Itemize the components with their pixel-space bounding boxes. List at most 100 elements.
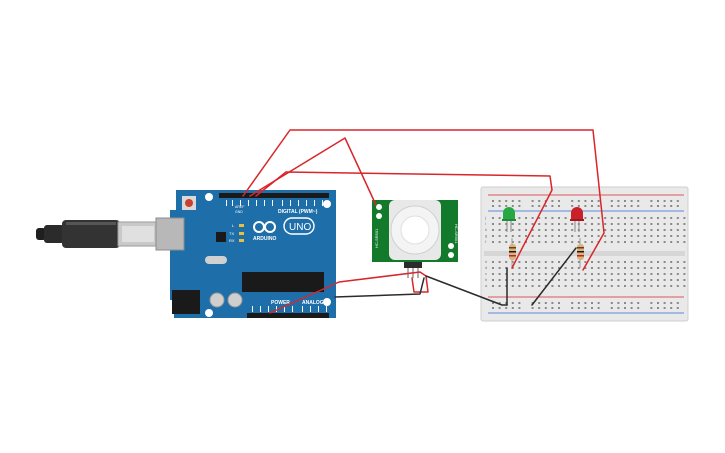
breadboard-hole[interactable] (591, 302, 593, 304)
breadboard-hole[interactable] (577, 200, 580, 202)
breadboard-hole[interactable] (518, 229, 521, 231)
breadboard-hole[interactable] (518, 261, 521, 263)
breadboard-hole[interactable] (498, 302, 501, 304)
breadboard-hole[interactable] (577, 279, 580, 281)
breadboard-hole[interactable] (551, 279, 554, 281)
breadboard-hole[interactable] (498, 241, 501, 243)
breadboard-hole[interactable] (511, 261, 514, 263)
breadboard-hole[interactable] (511, 279, 514, 281)
breadboard-hole[interactable] (650, 302, 653, 304)
breadboard-hole[interactable] (505, 307, 508, 309)
breadboard-hole[interactable] (630, 200, 633, 202)
breadboard-hole[interactable] (571, 223, 574, 225)
breadboard-hole[interactable] (498, 235, 501, 237)
breadboard-hole[interactable] (670, 205, 673, 207)
breadboard-hole[interactable] (551, 223, 554, 225)
breadboard-hole[interactable] (564, 241, 567, 243)
breadboard-hole[interactable] (531, 200, 534, 202)
breadboard-hole[interactable] (683, 273, 686, 275)
breadboard-hole[interactable] (538, 205, 541, 207)
breadboard-hole[interactable] (564, 285, 567, 287)
breadboard-hole[interactable] (558, 267, 560, 269)
breadboard-hole[interactable] (604, 235, 607, 237)
breadboard-hole[interactable] (531, 223, 534, 225)
breadboard-hole[interactable] (584, 241, 587, 243)
breadboard-hole[interactable] (676, 200, 679, 202)
breadboard-hole[interactable] (610, 205, 613, 207)
breadboard-hole[interactable] (643, 235, 646, 237)
breadboard-hole[interactable] (505, 302, 508, 304)
breadboard-hole[interactable] (650, 285, 653, 287)
breadboard-hole[interactable] (558, 307, 560, 309)
breadboard-hole[interactable] (558, 229, 560, 231)
breadboard-hole[interactable] (624, 205, 626, 207)
breadboard-hole[interactable] (670, 229, 673, 231)
breadboard-hole[interactable] (518, 205, 521, 207)
breadboard-hole[interactable] (604, 285, 607, 287)
breadboard-hole[interactable] (657, 267, 659, 269)
breadboard-hole[interactable] (564, 217, 567, 219)
breadboard-hole[interactable] (558, 241, 560, 243)
breadboard-hole[interactable] (492, 307, 494, 309)
breadboard-hole[interactable] (511, 205, 514, 207)
breadboard-hole[interactable] (670, 307, 673, 309)
breadboard-hole[interactable] (643, 217, 646, 219)
breadboard-hole[interactable] (597, 205, 600, 207)
breadboard-hole[interactable] (643, 267, 646, 269)
wire-red-pin-green-led[interactable] (255, 171, 553, 269)
breadboard-hole[interactable] (492, 261, 494, 263)
breadboard-hole[interactable] (564, 229, 567, 231)
breadboard-hole[interactable] (670, 273, 673, 275)
breadboard-hole[interactable] (663, 273, 666, 275)
power-analog-header[interactable] (247, 313, 329, 318)
breadboard-hole[interactable] (498, 223, 501, 225)
breadboard-hole[interactable] (538, 302, 541, 304)
breadboard-hole[interactable] (531, 261, 534, 263)
breadboard-hole[interactable] (650, 229, 653, 231)
breadboard-hole[interactable] (591, 223, 593, 225)
breadboard-hole[interactable] (676, 261, 679, 263)
breadboard-hole[interactable] (544, 261, 547, 263)
breadboard-hole[interactable] (577, 267, 580, 269)
breadboard-hole[interactable] (637, 241, 640, 243)
breadboard-hole[interactable] (492, 205, 494, 207)
breadboard-hole[interactable] (676, 217, 679, 219)
breadboard-hole[interactable] (624, 261, 626, 263)
breadboard-hole[interactable] (492, 235, 494, 237)
breadboard-hole[interactable] (624, 241, 626, 243)
breadboard-hole[interactable] (630, 241, 633, 243)
breadboard-hole[interactable] (577, 302, 580, 304)
breadboard-hole[interactable] (518, 273, 521, 275)
breadboard-hole[interactable] (591, 285, 593, 287)
breadboard-hole[interactable] (511, 235, 514, 237)
breadboard-hole[interactable] (531, 267, 534, 269)
breadboard-hole[interactable] (492, 241, 494, 243)
breadboard-hole[interactable] (604, 267, 607, 269)
breadboard-hole[interactable] (670, 223, 673, 225)
breadboard-hole[interactable] (657, 285, 659, 287)
breadboard-hole[interactable] (538, 273, 541, 275)
breadboard-hole[interactable] (624, 267, 626, 269)
breadboard-hole[interactable] (564, 267, 567, 269)
breadboard-hole[interactable] (551, 241, 554, 243)
breadboard-hole[interactable] (643, 279, 646, 281)
breadboard-hole[interactable] (551, 267, 554, 269)
breadboard-hole[interactable] (571, 229, 574, 231)
breadboard-hole[interactable] (637, 307, 640, 309)
breadboard-hole[interactable] (604, 279, 607, 281)
breadboard-hole[interactable] (584, 200, 587, 202)
breadboard-hole[interactable] (571, 200, 574, 202)
breadboard-hole[interactable] (670, 261, 673, 263)
breadboard-hole[interactable] (584, 279, 587, 281)
breadboard-hole[interactable] (597, 307, 600, 309)
breadboard-hole[interactable] (597, 302, 600, 304)
breadboard-hole[interactable] (630, 273, 633, 275)
breadboard-hole[interactable] (518, 200, 521, 202)
digital-header[interactable] (219, 193, 329, 198)
breadboard-hole[interactable] (544, 241, 547, 243)
breadboard-hole[interactable] (538, 267, 541, 269)
breadboard-hole[interactable] (676, 307, 679, 309)
breadboard-hole[interactable] (577, 205, 580, 207)
breadboard-hole[interactable] (617, 302, 620, 304)
breadboard-hole[interactable] (492, 302, 494, 304)
